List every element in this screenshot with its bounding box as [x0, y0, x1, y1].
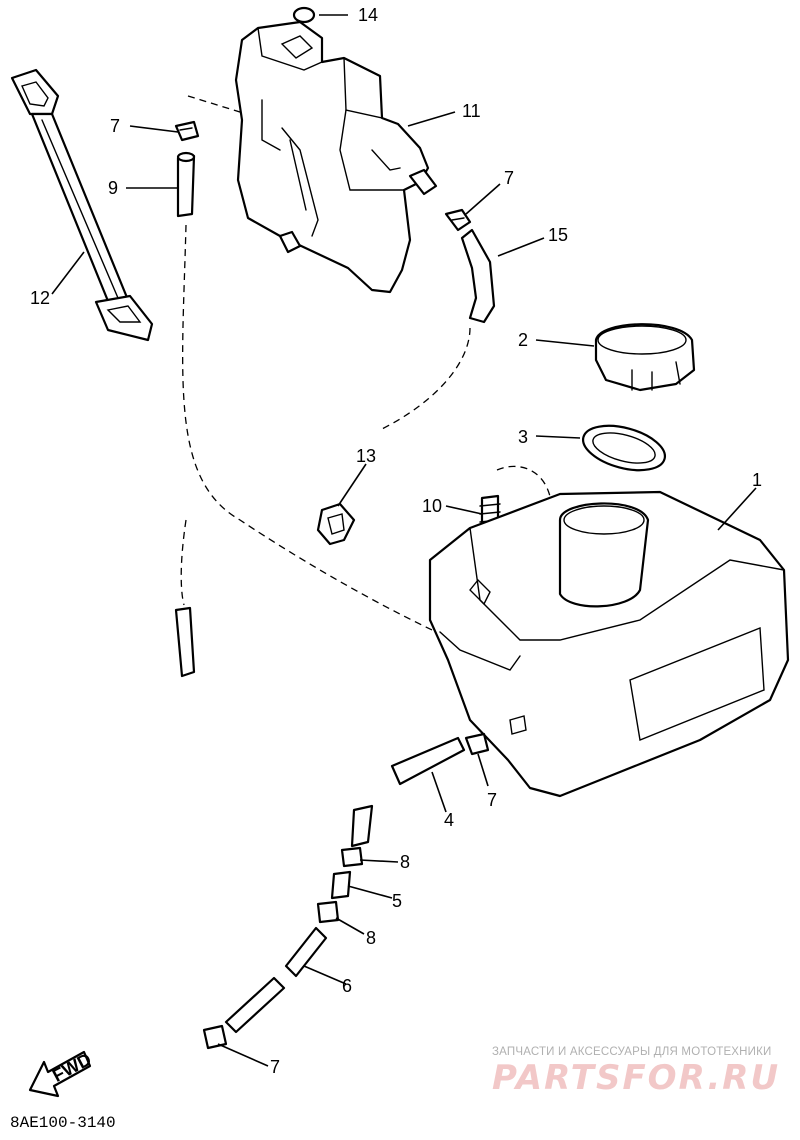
callout-8-upper: 8	[400, 852, 410, 872]
clip-7c	[464, 732, 490, 756]
gasket	[582, 424, 666, 472]
callout-7-mid: 7	[487, 790, 497, 810]
watermark-logo: PARTSFOR.RU	[492, 1058, 781, 1098]
callout-numbers: 14 11 7 9 7 15 12 2 3 13 10 1 4 7 8 5 8 …	[30, 5, 762, 1077]
callout-4: 4	[444, 810, 454, 830]
hose-clip-14	[316, 502, 356, 546]
filler-cap	[594, 323, 696, 392]
clip-8b	[316, 900, 340, 924]
callout-7-right: 7	[504, 168, 514, 188]
fuel-hose-4	[350, 736, 466, 848]
fuel-hose-6	[224, 926, 328, 1034]
clip-7b	[444, 208, 472, 232]
callout-8-lower: 8	[366, 928, 376, 948]
callout-5: 5	[392, 891, 402, 911]
leader-lines	[51, 14, 757, 1067]
hose-15	[460, 228, 496, 324]
clip-7a	[174, 120, 200, 142]
callout-12: 12	[30, 288, 50, 308]
reserve-tank	[234, 20, 438, 294]
fwd-label: FWD	[49, 1049, 95, 1086]
callout-3: 3	[518, 427, 528, 447]
clip-7d	[202, 1024, 228, 1050]
callout-11: 11	[462, 101, 481, 121]
callout-7-top: 7	[110, 116, 120, 136]
callout-9: 9	[108, 178, 118, 198]
fuel-joint-5	[330, 870, 352, 900]
fwd-arrow-icon: FWD	[28, 1049, 95, 1098]
callout-14: 13	[356, 446, 376, 466]
callout-2: 2	[518, 330, 528, 350]
callout-13: 14	[358, 5, 378, 25]
fuel-tank	[428, 490, 790, 798]
callout-6: 6	[342, 976, 352, 996]
watermark-subtitle: ЗАПЧАСТИ И АКСЕССУАРЫ ДЛЯ МОТОТЕХНИКИ	[492, 1046, 772, 1058]
hose-lower	[174, 606, 196, 678]
hose-9	[176, 151, 196, 218]
callout-10: 10	[422, 496, 442, 516]
callout-15: 15	[548, 225, 568, 245]
diagram-code: 8AE100-3140	[10, 1114, 116, 1132]
callout-7-bottom: 7	[270, 1057, 280, 1077]
rubber-strap	[10, 68, 154, 342]
clip-8a	[340, 846, 364, 868]
reserve-tank-cap	[292, 6, 316, 24]
callout-1: 1	[752, 470, 762, 490]
